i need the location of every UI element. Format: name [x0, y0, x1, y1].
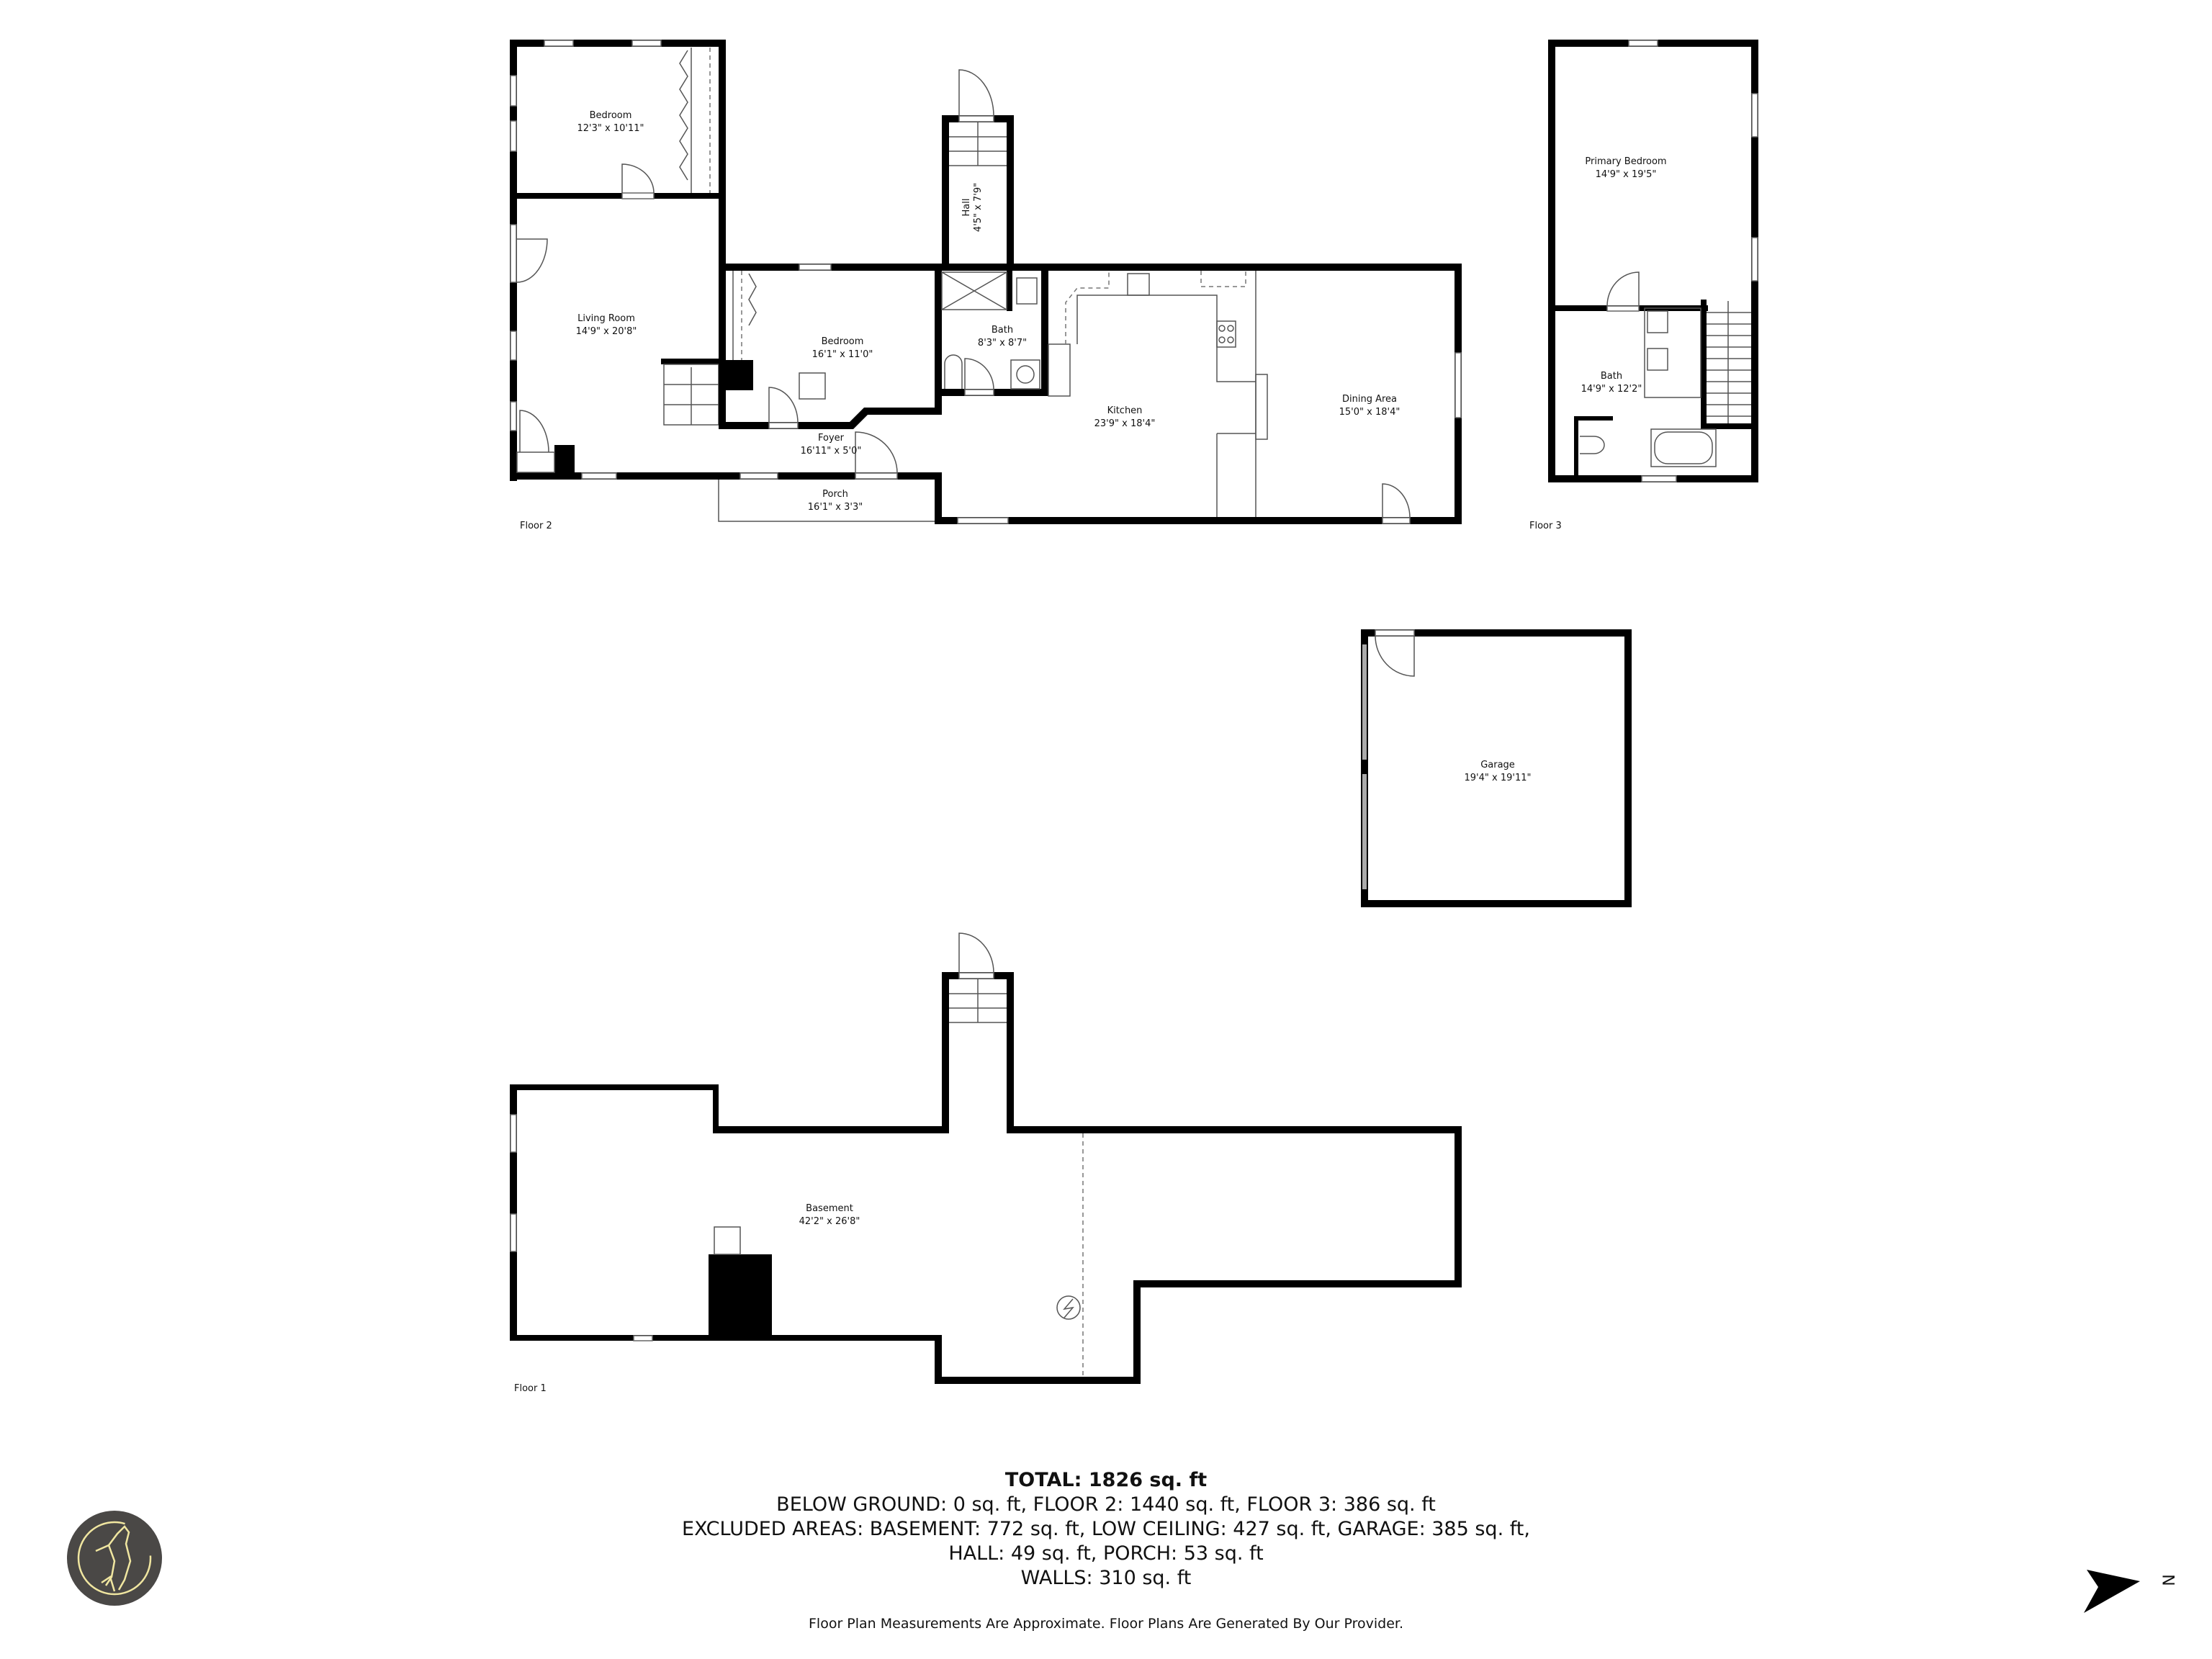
room-dims-garage: 19'4" x 19'11" — [1465, 773, 1532, 783]
room-name-bath-floor3: Bath — [1601, 371, 1622, 382]
total-area: TOTAL: 1826 sq. ft — [1004, 1469, 1208, 1491]
electrical-panel-icon — [1056, 1295, 1081, 1320]
room-name-living-room: Living Room — [577, 313, 635, 324]
area-breakdown-line-1: BELOW GROUND: 0 sq. ft, FLOOR 2: 1440 sq… — [776, 1493, 1436, 1516]
north-arrow-icon — [2084, 1570, 2140, 1613]
room-name-porch: Porch — [822, 489, 848, 500]
room-dims-porch: 16'1" x 3'3" — [808, 502, 863, 513]
floor-3-label: Floor 3 — [1529, 521, 1562, 531]
room-dims-hall: 4'5" x 7'9" — [973, 183, 984, 232]
howling-wolf-logo-icon — [67, 1511, 162, 1606]
room-name-bath-floor2: Bath — [992, 325, 1013, 336]
room-name-primary-bedroom: Primary Bedroom — [1585, 156, 1666, 167]
room-dims-basement: 42'2" x 26'8" — [799, 1216, 860, 1227]
room-dims-kitchen: 23'9" x 18'4" — [1094, 418, 1156, 429]
area-breakdown-line-4: WALLS: 310 sq. ft — [1020, 1567, 1192, 1589]
room-name-bedroom-1: Bedroom — [590, 110, 632, 121]
floor-2-plan — [510, 40, 1462, 524]
disclaimer: Floor Plan Measurements Are Approximate.… — [808, 1616, 1404, 1632]
room-name-foyer: Foyer — [818, 433, 845, 444]
room-dims-bedroom-1: 12'3" x 10'11" — [577, 123, 644, 134]
garage-plan — [1361, 629, 1632, 907]
room-dims-foyer: 16'11" x 5'0" — [801, 446, 862, 457]
room-dims-primary-bedroom: 14'9" x 19'5" — [1596, 169, 1657, 180]
room-name-basement: Basement — [806, 1203, 853, 1214]
room-name-dining-area: Dining Area — [1342, 394, 1397, 405]
room-name-hall: Hall — [961, 199, 972, 217]
room-dims-bath-floor2: 8'3" x 8'7" — [978, 338, 1027, 349]
room-dims-living-room: 14'9" x 20'8" — [576, 326, 637, 337]
area-breakdown-line-2: EXCLUDED AREAS: BASEMENT: 772 sq. ft, LO… — [682, 1518, 1530, 1540]
room-dims-dining-area: 15'0" x 18'4" — [1339, 407, 1401, 418]
floor-3-plan — [1548, 40, 1758, 482]
area-breakdown-line-3: HALL: 49 sq. ft, PORCH: 53 sq. ft — [948, 1542, 1264, 1565]
room-name-kitchen: Kitchen — [1107, 405, 1143, 416]
floor-2-label: Floor 2 — [520, 521, 552, 531]
floor-1-label: Floor 1 — [514, 1383, 547, 1394]
room-dims-bedroom-2: 16'1" x 11'0" — [812, 349, 873, 360]
room-dims-bath-floor3: 14'9" x 12'2" — [1581, 384, 1642, 395]
room-name-garage: Garage — [1480, 760, 1515, 770]
basement-plan — [510, 932, 1462, 1384]
room-name-bedroom-2: Bedroom — [822, 336, 864, 347]
